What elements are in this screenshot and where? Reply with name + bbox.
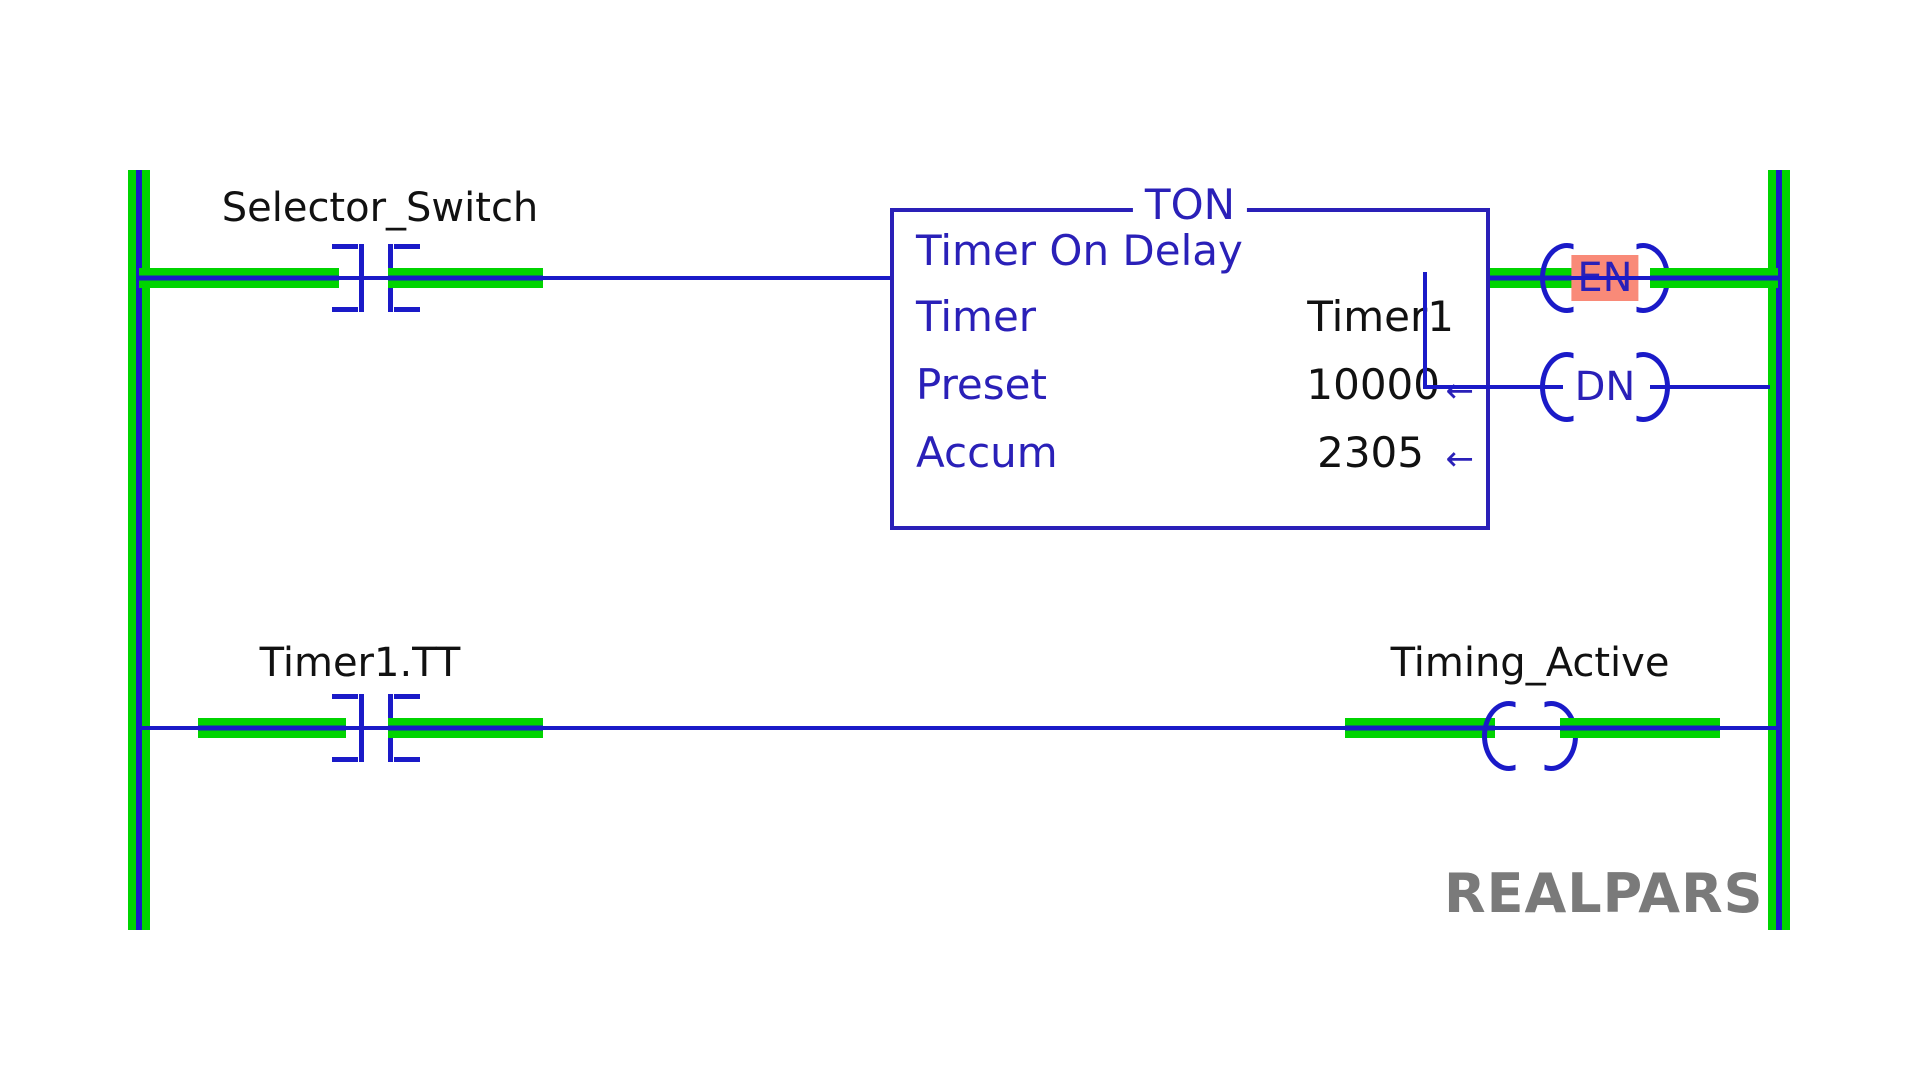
rung1-wire-to-ton bbox=[139, 276, 891, 280]
ton-block-subtitle: Timer On Delay bbox=[916, 226, 1243, 275]
rung2-coil-wire-in bbox=[1345, 718, 1495, 738]
rung1-en-wire-core bbox=[1490, 276, 1778, 280]
bracket-stub-top bbox=[394, 244, 420, 249]
ton-timer-block[interactable]: TON Timer On Delay Timer Timer1 Preset 1… bbox=[890, 184, 1490, 530]
rung2-wire-main bbox=[139, 726, 1778, 730]
right-power-rail bbox=[1768, 170, 1790, 930]
ton-row-label-timer: Timer bbox=[916, 292, 1037, 341]
ton-block-top-border bbox=[894, 208, 1486, 212]
bracket-stub-top bbox=[332, 694, 358, 699]
ton-row-label-accum: Accum bbox=[916, 428, 1058, 477]
bracket-stub-top bbox=[332, 244, 358, 249]
bracket-stub-bottom bbox=[394, 307, 420, 312]
bracket-stub-top bbox=[394, 694, 420, 699]
bracket-stub-bottom bbox=[394, 757, 420, 762]
rung2-coil-wire-out bbox=[1560, 718, 1720, 738]
rung2-contact-tag: Timer1.TT bbox=[259, 640, 461, 686]
bracket-stub-bottom bbox=[332, 307, 358, 312]
ton-block-title: TON bbox=[1132, 184, 1248, 226]
ton-accum-arrow-icon: ← bbox=[1445, 439, 1475, 479]
coil-arc-left bbox=[1540, 352, 1574, 422]
ton-preset-arrow-icon: ← bbox=[1445, 371, 1475, 411]
rung1-contact-tag: Selector_Switch bbox=[221, 185, 539, 231]
rung1-dn-branch-drop bbox=[1423, 272, 1427, 389]
realpars-logo: REALPARS bbox=[1444, 862, 1764, 925]
bracket-stub-bottom bbox=[332, 757, 358, 762]
rung1-dn-wire-out bbox=[1650, 385, 1770, 389]
rung2-coil-tag: Timing_Active bbox=[1390, 640, 1670, 686]
ton-row-value-accum[interactable]: 2305 bbox=[1317, 428, 1424, 477]
ton-row-label-preset: Preset bbox=[916, 360, 1047, 409]
left-rail-core bbox=[136, 170, 142, 930]
rung1-dn-wire-in bbox=[1423, 385, 1563, 389]
ton-row-value-timer[interactable]: Timer1 bbox=[1307, 292, 1454, 341]
dn-coil-label: DN bbox=[1574, 364, 1636, 410]
ton-row-value-preset[interactable]: 10000 bbox=[1306, 360, 1440, 409]
left-power-rail bbox=[128, 170, 150, 930]
right-rail-core bbox=[1776, 170, 1782, 930]
output-coil-label bbox=[1524, 733, 1536, 739]
coil-arc-left bbox=[1482, 701, 1516, 771]
